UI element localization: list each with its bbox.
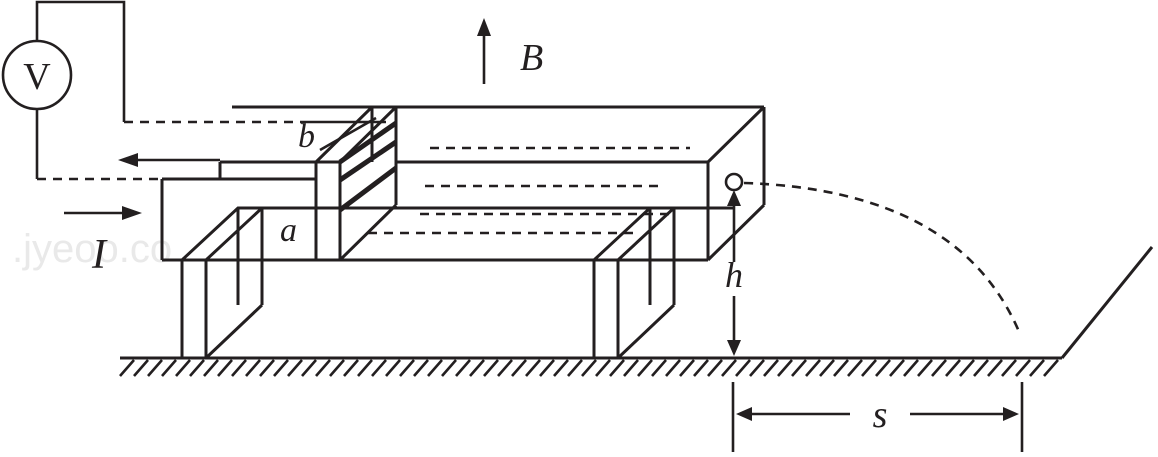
distance-dimension: s	[731, 382, 1024, 452]
voltmeter-circuit	[35, 0, 386, 181]
distance-label: s	[873, 394, 888, 436]
height-dimension: h	[725, 190, 743, 356]
current-input-arrow	[64, 206, 142, 220]
particle-trajectory	[743, 181, 1022, 335]
magnetic-field-label: B	[520, 37, 543, 79]
magnetic-field-arrow: B	[477, 18, 543, 84]
plate-b-label: b	[298, 118, 315, 155]
voltmeter: V	[1, 39, 73, 111]
ground	[119, 246, 1154, 377]
output-arrow	[118, 153, 220, 167]
height-label: h	[725, 255, 743, 295]
electrode-plates	[312, 105, 400, 262]
plate-a-label: a	[280, 212, 297, 249]
support-stand-left	[178, 206, 266, 360]
voltmeter-label: V	[23, 56, 51, 98]
current-label: I	[91, 232, 108, 278]
support-stand-right	[590, 206, 678, 360]
outlet-hole	[724, 172, 744, 192]
watermark-text: .jyeoo.co	[12, 227, 172, 271]
